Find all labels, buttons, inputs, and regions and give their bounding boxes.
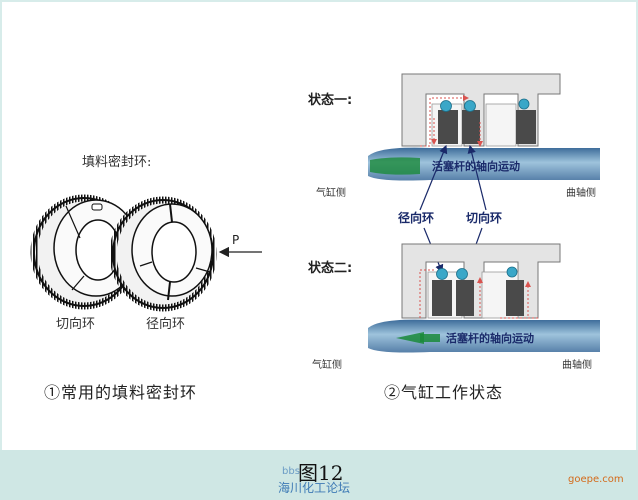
state2-pressure-path (419, 269, 540, 319)
state1-piston-rod (368, 147, 600, 181)
radial-ring-pointer-label: 径向环 (398, 210, 434, 225)
state2-housing (401, 243, 561, 319)
tangential-ring-label: 切向环 (56, 316, 95, 332)
state2-cylinder-side: 气缸侧 (312, 358, 342, 371)
state1-cylinder-side: 气缸侧 (316, 186, 346, 199)
radial-ring-drawing (109, 196, 217, 312)
state1-motion-label: 活塞杆的轴向运动 (432, 159, 520, 173)
state1-seal-rings (438, 98, 536, 144)
state1-housing (401, 73, 561, 147)
state1-crank-side: 曲轴侧 (566, 186, 596, 199)
state2-motion-label: 活塞杆的轴向运动 (446, 331, 534, 345)
figure-number: 图12 (298, 461, 343, 485)
rings-heading: 填料密封环: (82, 154, 151, 170)
watermark-forum: 海川化工论坛 (278, 480, 350, 495)
left-caption: ①常用的填料密封环 (44, 383, 197, 402)
state1-label: 状态一: (308, 92, 352, 108)
footer-band (0, 450, 638, 500)
radial-ring-label: 径向环 (146, 316, 185, 332)
state2-piston-rod (368, 319, 600, 353)
watermark-goepe: goepe.com (568, 474, 624, 485)
state2-label: 状态二: (308, 260, 352, 276)
state2-seal-rings (432, 266, 524, 316)
state2-crank-side: 曲轴侧 (562, 358, 592, 371)
tangential-ring-pointer-label: 切向环 (466, 210, 502, 225)
state1-pressure-path (420, 95, 483, 147)
force-label: P (232, 233, 239, 247)
watermark-top: bbs (282, 466, 300, 477)
right-caption: ②气缸工作状态 (384, 383, 503, 402)
